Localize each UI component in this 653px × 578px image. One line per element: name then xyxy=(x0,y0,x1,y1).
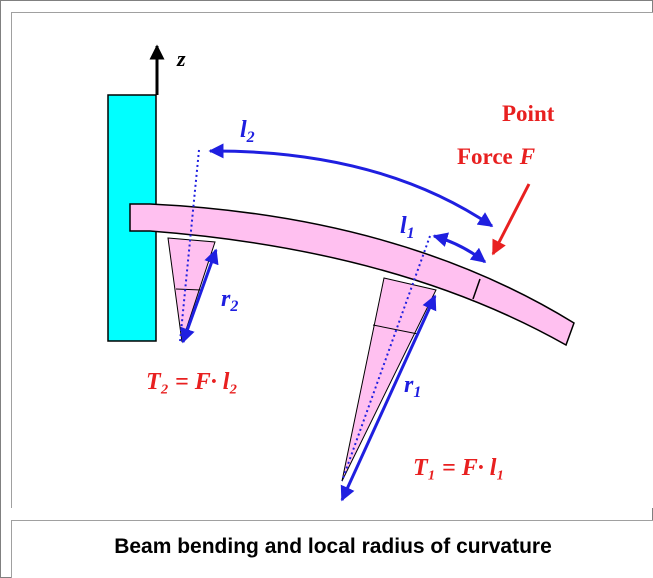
l1-label-base: l xyxy=(400,213,407,239)
r2-arrow xyxy=(180,248,219,344)
point-force-label-line1: Point xyxy=(502,101,555,126)
r1-label: r1 xyxy=(404,372,421,401)
l2-label: l2 xyxy=(240,117,255,146)
point-force-symbol: F xyxy=(519,144,535,169)
r1-arrow xyxy=(340,294,437,502)
torque-eq-1: T₁ = F· l₁ xyxy=(413,455,505,481)
l1-label-sub: 1 xyxy=(407,225,415,242)
r2-label-base: r xyxy=(221,286,231,312)
caption-panel: Beam bending and local radius of curvatu… xyxy=(11,520,653,578)
l2-label-base: l xyxy=(240,117,247,143)
point-force-arrow xyxy=(491,183,531,256)
l2-arc-arrow xyxy=(208,143,494,228)
l1-label: l1 xyxy=(400,213,415,242)
point-force-label-word: Force xyxy=(457,144,513,169)
r2-label-sub: 2 xyxy=(229,298,238,315)
z-axis-label: z xyxy=(176,46,186,71)
beam-section-mark xyxy=(472,278,481,300)
r2-label: r2 xyxy=(221,286,238,315)
l1-arrow xyxy=(432,232,487,264)
figure-caption: Beam bending and local radius of curvatu… xyxy=(114,535,552,558)
r1-label-base: r xyxy=(404,372,414,398)
r1-label-sub: 1 xyxy=(413,384,421,401)
wedge-r1 xyxy=(341,277,437,482)
l2-label-sub: 2 xyxy=(246,129,255,146)
torque-eq-2: T₂ = F· l₂ xyxy=(146,369,238,395)
